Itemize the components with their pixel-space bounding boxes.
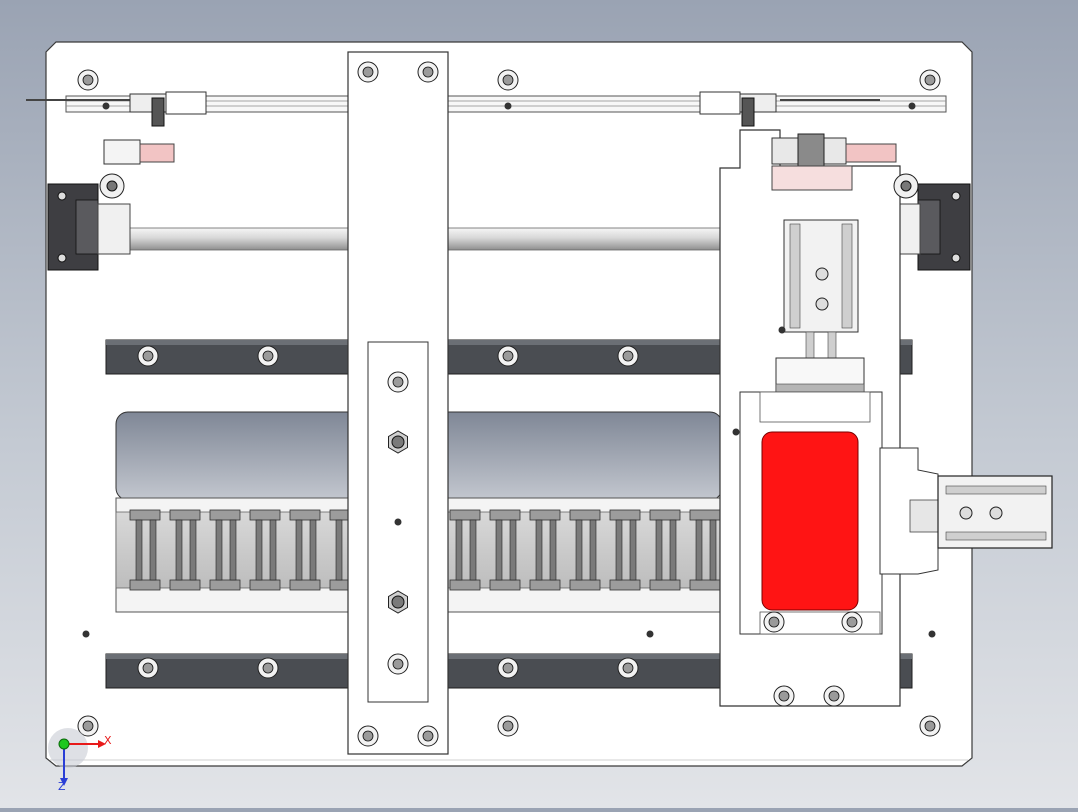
screw-icon: [417, 61, 439, 83]
mount-hole: [908, 102, 916, 110]
screw-icon: [773, 685, 795, 707]
chain-link: [169, 509, 201, 591]
chain-link: [609, 509, 641, 591]
vertical-actuator[interactable]: [783, 219, 859, 361]
screw-icon: [417, 725, 439, 747]
screw-icon: [77, 715, 99, 737]
screw-icon: [497, 657, 519, 679]
screw-icon: [497, 345, 519, 367]
chain-link: [249, 509, 281, 591]
screw-icon: [357, 61, 379, 83]
screw-icon: [77, 69, 99, 91]
screw-icon: [137, 345, 159, 367]
screw-icon: [387, 371, 409, 393]
screw-icon: [357, 725, 379, 747]
chain-link: [289, 509, 321, 591]
mount-hole: [778, 326, 786, 334]
mount-hole: [646, 630, 654, 638]
screw-icon: [137, 657, 159, 679]
chain-link: [129, 509, 161, 591]
left-limit-sensor[interactable]: [99, 91, 207, 199]
chain-link: [489, 509, 521, 591]
mount-hole: [394, 518, 402, 526]
mount-hole: [928, 630, 936, 638]
chain-link: [649, 509, 681, 591]
chain-link: [569, 509, 601, 591]
chain-link: [449, 509, 481, 591]
screw-icon: [919, 69, 941, 91]
vertical-gantry-plate[interactable]: [347, 51, 449, 755]
screw-icon: [617, 345, 639, 367]
screw-icon: [257, 657, 279, 679]
screw-icon: [919, 715, 941, 737]
screw-icon: [617, 657, 639, 679]
screw-icon: [841, 611, 863, 633]
right-end-bracket[interactable]: [899, 183, 971, 271]
screw-icon: [387, 653, 409, 675]
mount-hole: [82, 630, 90, 638]
highlighted-product-block[interactable]: [761, 431, 859, 611]
screw-icon: [497, 715, 519, 737]
left-end-bracket[interactable]: [47, 183, 131, 271]
chain-link: [529, 509, 561, 591]
mount-hole: [504, 102, 512, 110]
right-limit-sensor[interactable]: [699, 91, 919, 199]
chain-link: [209, 509, 241, 591]
screw-icon: [497, 69, 519, 91]
axis-x-label: X: [104, 734, 112, 747]
screw-icon: [257, 345, 279, 367]
gripper-header-block[interactable]: [775, 357, 865, 393]
screw-icon: [823, 685, 845, 707]
hex-nut-icon: [388, 590, 408, 614]
coordinate-triad-icon: X Z: [48, 728, 112, 793]
mount-hole: [732, 428, 740, 436]
side-pusher-cylinder[interactable]: [879, 447, 1053, 575]
screw-icon: [763, 611, 785, 633]
fastener-group: [77, 61, 941, 747]
hex-nut-icon: [388, 430, 408, 454]
mount-hole: [102, 102, 110, 110]
axis-z-label: Z: [58, 780, 66, 793]
